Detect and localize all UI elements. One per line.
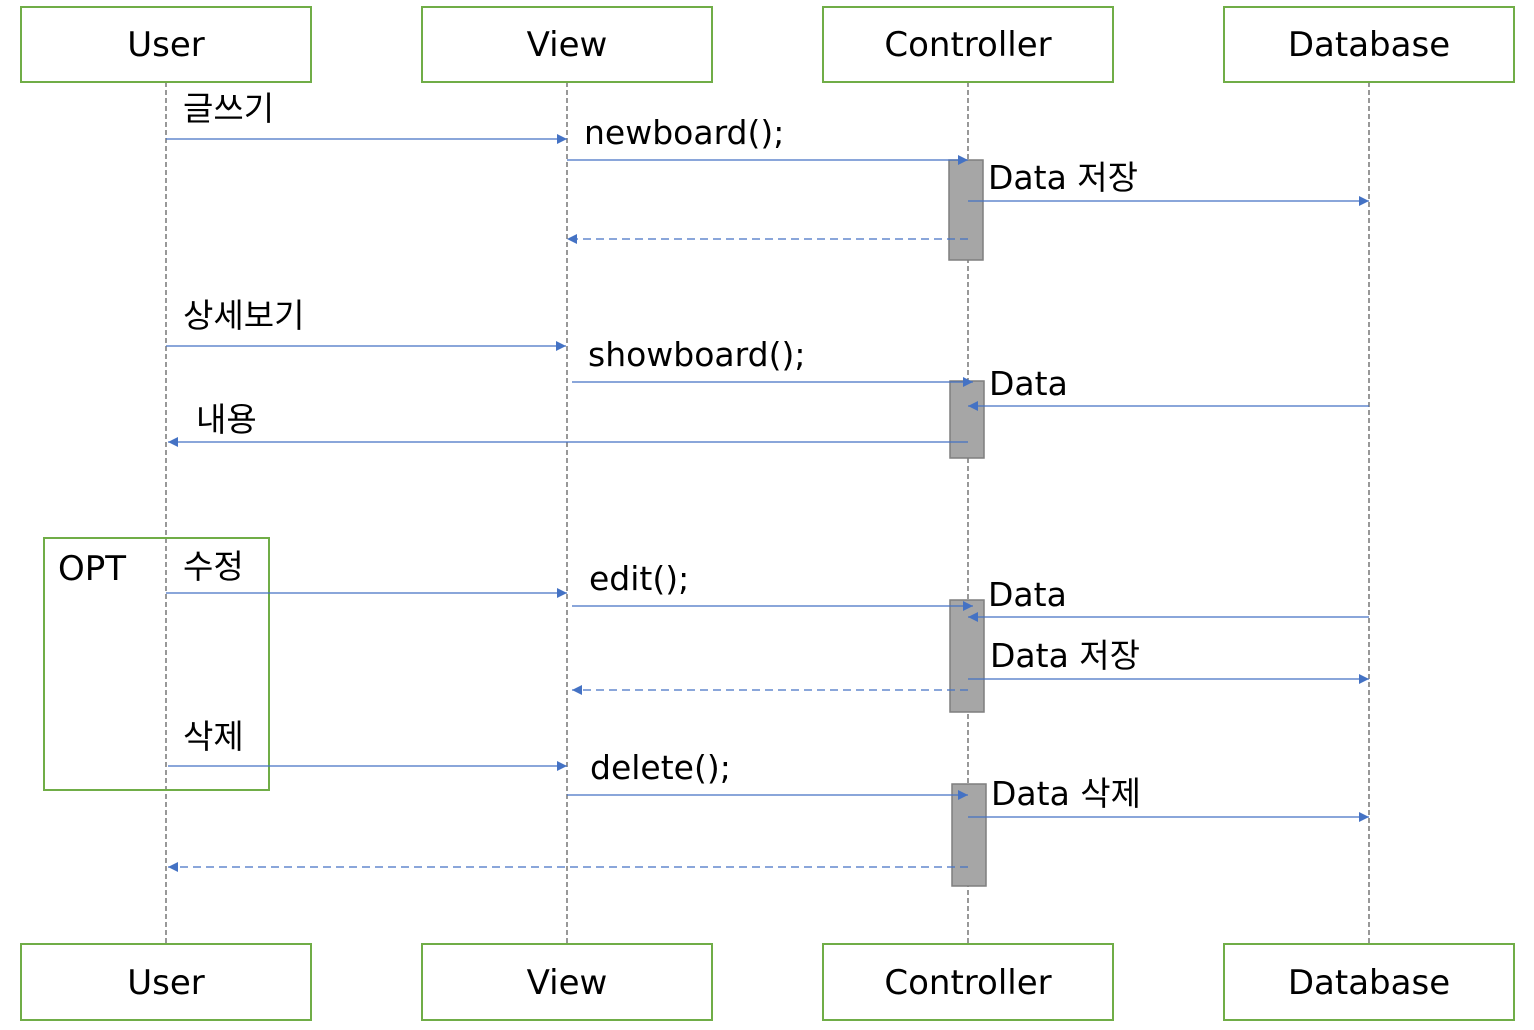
participant-label: View xyxy=(527,963,608,1003)
opt-frame: OPT xyxy=(43,537,270,791)
participant-label: User xyxy=(127,25,205,65)
message-label-m2: newboard(); xyxy=(584,113,784,152)
participant-box xyxy=(20,943,312,1021)
activation-bar xyxy=(948,159,984,261)
participant-label: Controller xyxy=(884,963,1051,1003)
participant-label: Database xyxy=(1288,25,1450,65)
participant-database-top: Database xyxy=(1223,6,1515,83)
activation-bar xyxy=(949,380,985,459)
message-label-m7: Data xyxy=(989,364,1068,403)
message-label-m15: delete(); xyxy=(590,748,731,787)
participant-controller-top: Controller xyxy=(822,6,1114,83)
participant-label: Controller xyxy=(884,25,1051,65)
participant-box xyxy=(1223,6,1515,83)
participant-box xyxy=(1223,943,1515,1021)
participant-user-top: User xyxy=(20,6,312,83)
participant-label: View xyxy=(527,25,608,65)
message-label-m6: showboard(); xyxy=(588,335,805,374)
activation-bar xyxy=(949,599,985,713)
message-label-m3: Data 저장 xyxy=(988,158,1138,197)
participant-label: User xyxy=(127,963,205,1003)
message-labels: 글쓰기 newboard(); Data 저장 상세보기 showboard()… xyxy=(183,89,1141,813)
participant-box xyxy=(822,943,1114,1021)
participant-label: Database xyxy=(1288,963,1450,1003)
participant-controller-bottom: Controller xyxy=(822,943,1114,1021)
participant-user-bottom: User xyxy=(20,943,312,1021)
participants-bottom: User View Controller Database xyxy=(20,943,1515,1021)
activation-bar xyxy=(951,783,987,887)
message-label-m14: 삭제 xyxy=(183,717,244,756)
participant-box xyxy=(421,943,713,1021)
message-label-m5: 상세보기 xyxy=(183,296,304,335)
message-label-m11: Data xyxy=(988,575,1067,614)
activations xyxy=(948,159,987,887)
message-arrows xyxy=(166,134,1369,872)
message-label-m10: edit(); xyxy=(589,559,689,598)
lifelines xyxy=(165,82,1370,944)
opt-frame-label: OPT xyxy=(58,549,126,589)
participants-top: User View Controller Database xyxy=(20,6,1515,83)
message-label-m1: 글쓰기 xyxy=(183,89,274,128)
participant-box xyxy=(421,6,713,83)
participant-database-bottom: Database xyxy=(1223,943,1515,1021)
opt-frame-box xyxy=(43,537,270,791)
participant-view-bottom: View xyxy=(421,943,713,1021)
participant-box xyxy=(20,6,312,83)
message-label-m9: 수정 xyxy=(183,547,244,586)
participant-box xyxy=(822,6,1114,83)
participant-view-top: View xyxy=(421,6,713,83)
message-label-m12: Data 저장 xyxy=(990,636,1140,675)
message-label-m16: Data 삭제 xyxy=(991,774,1141,813)
message-label-m8: 내용 xyxy=(196,400,257,439)
